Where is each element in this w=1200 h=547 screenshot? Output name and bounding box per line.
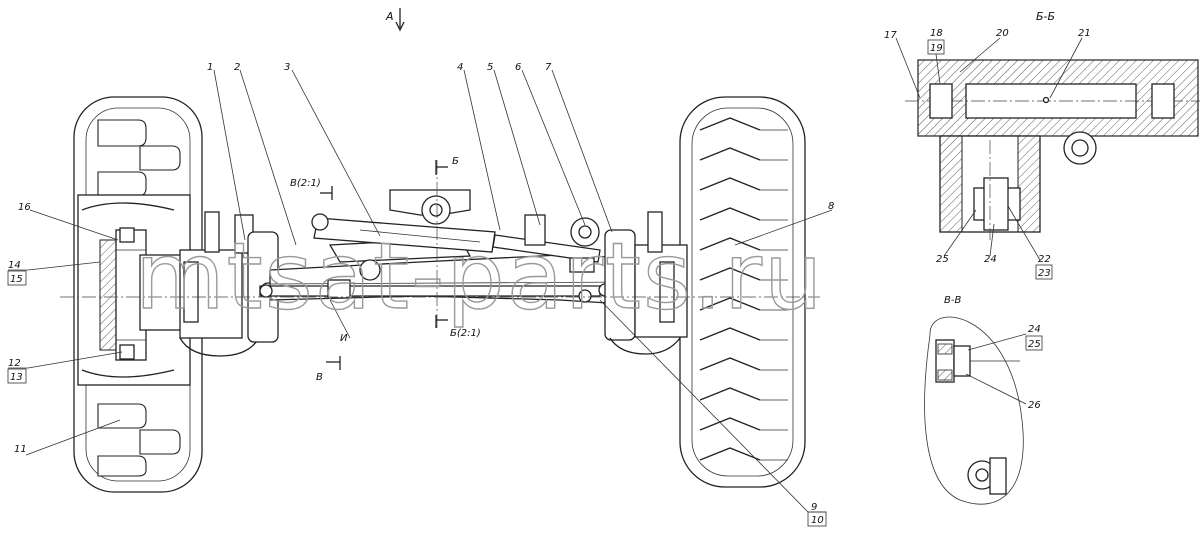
callout-24b: 24 [1028,324,1041,335]
callout-9: 9 [811,502,817,513]
left-wheel-tread [97,119,181,477]
callout-14: 14 [8,260,21,271]
callout-3: 3 [284,62,290,73]
right-wheel [679,96,806,488]
cut-v-top-label: В(2:1) [290,178,321,189]
view-a-label: А [385,10,394,23]
callout-4: 4 [457,62,463,73]
callout-5: 5 [487,62,493,73]
detail-i-label: И [340,333,348,344]
callout-20: 20 [996,28,1009,39]
callout-16: 16 [18,202,31,213]
callout-24: 24 [984,254,997,265]
section-markers: А Б Б(2:1) В(2:1) В И [290,8,481,383]
cut-v-bottom-label: В [316,372,323,383]
callout-6: 6 [515,62,521,73]
callout-22: 22 [1038,254,1051,265]
callout-10: 10 [811,515,824,526]
section-bb-title: Б-Б [1036,10,1055,23]
axle-assembly [60,160,820,357]
main-callouts: 1 2 3 4 5 6 7 8 9 10 11 12 13 14 15 16 [7,62,834,527]
callout-17: 17 [884,30,897,41]
callout-11: 11 [14,444,27,455]
callout-15: 15 [10,274,23,285]
callout-25b: 25 [1028,339,1041,350]
callout-2: 2 [234,62,240,73]
callout-7: 7 [545,62,552,73]
callout-18: 18 [930,28,943,39]
cut-b-bottom-label: Б(2:1) [450,328,481,339]
section-vv-title: В-В [944,295,961,306]
watermark: mtsat-parts.ru [135,223,824,330]
callout-26: 26 [1028,400,1041,411]
callout-21: 21 [1078,28,1091,39]
section-vv-view: В-В 24 25 26 [924,295,1043,505]
callout-13: 13 [10,372,23,383]
right-wheel-tread [699,117,788,461]
callout-19: 19 [930,43,943,54]
cut-b-top-label: Б [452,156,459,167]
section-bb-view: Б-Б 17 18 19 20 21 22 23 24 25 [884,10,1200,280]
callout-12: 12 [8,358,21,369]
callout-23: 23 [1038,268,1051,279]
callout-8: 8 [828,201,834,212]
callout-1: 1 [207,62,213,73]
callout-25: 25 [936,254,949,265]
